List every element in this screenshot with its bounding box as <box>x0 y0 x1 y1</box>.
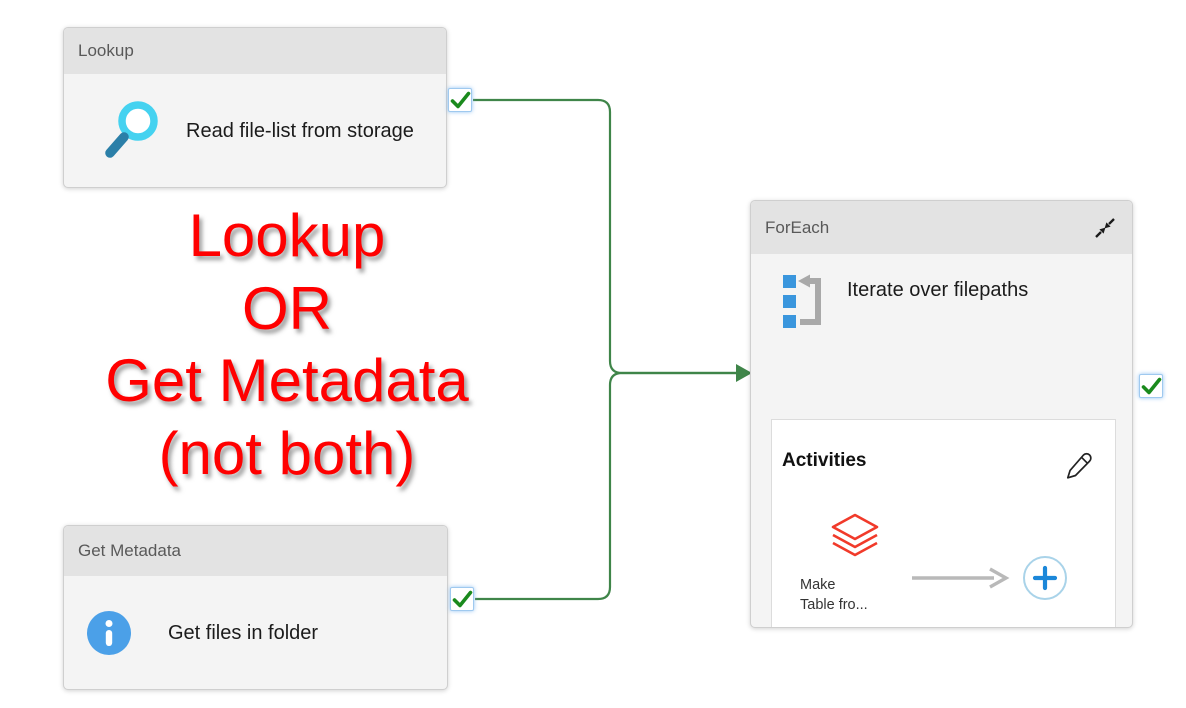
get-metadata-success-port[interactable] <box>450 587 474 611</box>
lookup-node-header: Lookup <box>64 28 446 74</box>
lookup-node-body: Read file-list from storage <box>64 74 446 187</box>
foreach-success-port[interactable] <box>1139 374 1163 398</box>
lookup-success-port[interactable] <box>448 88 472 112</box>
activities-label: Activities <box>782 450 867 471</box>
lookup-activity-node[interactable]: Lookup Read file-list from storage <box>63 27 447 188</box>
connector-getmetadata-to-foreach <box>475 371 737 601</box>
get-metadata-node-header: Get Metadata <box>64 526 447 576</box>
foreach-activities-panel: Activities Make Table fro... <box>771 419 1116 627</box>
foreach-node-title: ForEach <box>765 217 830 237</box>
annotation-line: Lookup <box>188 202 386 269</box>
check-icon <box>452 590 473 608</box>
foreach-activity-node[interactable]: ForEach Iterate over filepaths <box>750 200 1133 628</box>
magnifier-icon <box>105 101 158 158</box>
databricks-activity[interactable]: Make Table fro... <box>800 512 920 616</box>
get-metadata-node-body: Get files in folder <box>64 576 447 689</box>
plus-icon <box>1032 565 1058 591</box>
annotation-note: Lookup OR Get Metadata (not both) <box>57 200 517 490</box>
foreach-loop-icon <box>783 274 821 328</box>
connector-lookup-to-foreach <box>473 98 737 375</box>
check-icon <box>1141 377 1162 395</box>
edit-pencil-icon[interactable] <box>1063 446 1095 482</box>
info-icon <box>87 611 131 655</box>
get-metadata-node-title: Get Metadata <box>78 541 182 560</box>
get-metadata-activity-node[interactable]: Get Metadata Get files in folder <box>63 525 448 690</box>
lookup-node-title: Lookup <box>78 41 134 60</box>
connector-arrowhead-icon <box>736 364 752 382</box>
flow-arrow-icon <box>912 567 1010 589</box>
foreach-node-header: ForEach <box>751 201 1132 254</box>
get-metadata-node-description: Get files in folder <box>168 622 319 644</box>
activity-name-line1: Make <box>800 577 836 593</box>
check-icon <box>450 91 471 109</box>
activity-name-line2: Table fro... <box>800 597 868 614</box>
collapse-icon[interactable] <box>1092 215 1118 241</box>
add-activity-button[interactable] <box>1022 555 1068 601</box>
databricks-icon <box>831 513 879 557</box>
annotation-line: Get Metadata <box>105 347 469 415</box>
annotation-line: OR <box>242 274 332 342</box>
lookup-node-description: Read file-list from storage <box>186 120 414 142</box>
foreach-node-body: Iterate over filepaths Activities Ma <box>751 254 1132 627</box>
annotation-line: (not both) <box>158 419 416 487</box>
foreach-node-description: Iterate over filepaths <box>847 279 1029 301</box>
